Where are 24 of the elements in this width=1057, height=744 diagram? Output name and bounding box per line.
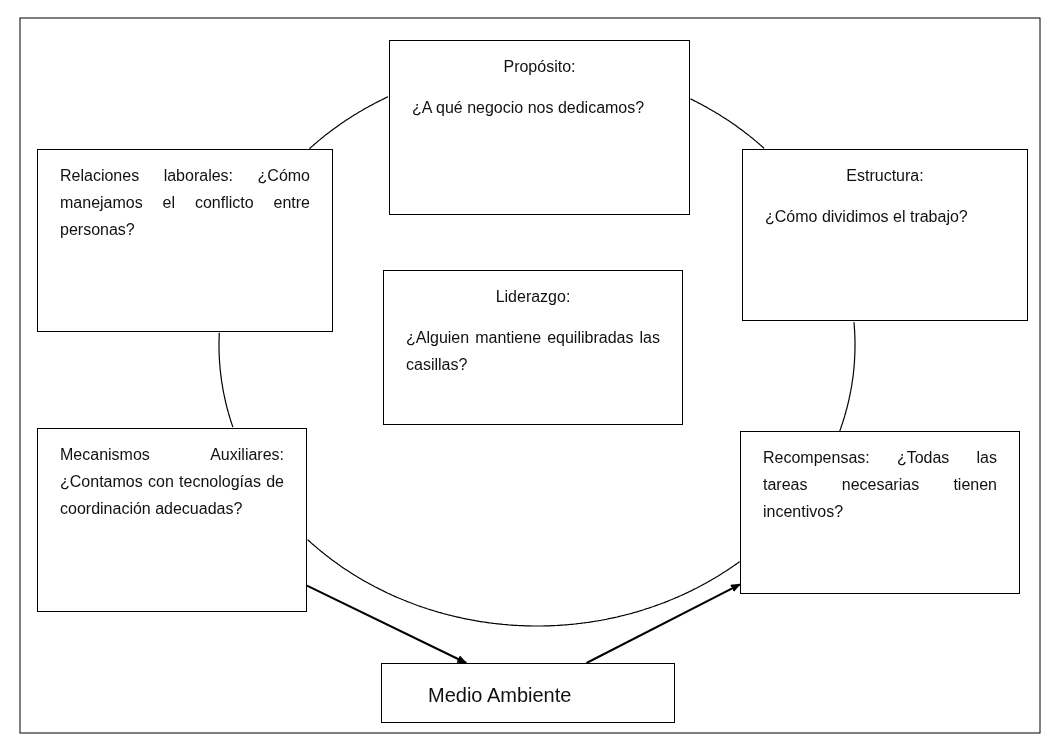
process-box bbox=[742, 149, 1028, 321]
box-text: Mecanismos Auxiliares: ¿Contamos con tecnologías de coordinación adecuadas? bbox=[60, 445, 284, 519]
process-box bbox=[37, 149, 333, 332]
circle-arc bbox=[218, 332, 234, 428]
process-box bbox=[383, 270, 683, 425]
box-text: Recompensas: ¿Todas las tareas necesarias tienen incentivos? bbox=[763, 448, 997, 522]
circle-arc bbox=[689, 98, 765, 149]
box-text: ¿Alguien mantiene equilibradas las casillas? bbox=[406, 328, 660, 375]
process-box bbox=[381, 663, 675, 723]
process-box bbox=[740, 431, 1020, 594]
process-box bbox=[37, 428, 307, 612]
circle-arc bbox=[839, 321, 856, 432]
arrow bbox=[306, 584, 468, 664]
process-box bbox=[389, 40, 690, 215]
box-heading: Propósito: bbox=[502, 57, 577, 77]
box-text: ¿Cómo dividimos el trabajo? bbox=[765, 207, 969, 227]
box-text: Relaciones laborales: ¿Cómo manejamos el conflicto entre personas? bbox=[60, 166, 310, 240]
circle-arc bbox=[307, 539, 741, 627]
box-heading: Estructura: bbox=[845, 166, 925, 186]
box-text: Medio Ambiente bbox=[428, 683, 573, 708]
arrow bbox=[585, 583, 741, 664]
circle-arc bbox=[308, 96, 389, 150]
box-text: ¿A qué negocio nos dedicamos? bbox=[412, 98, 646, 118]
box-heading: Liderazgo: bbox=[494, 287, 572, 307]
